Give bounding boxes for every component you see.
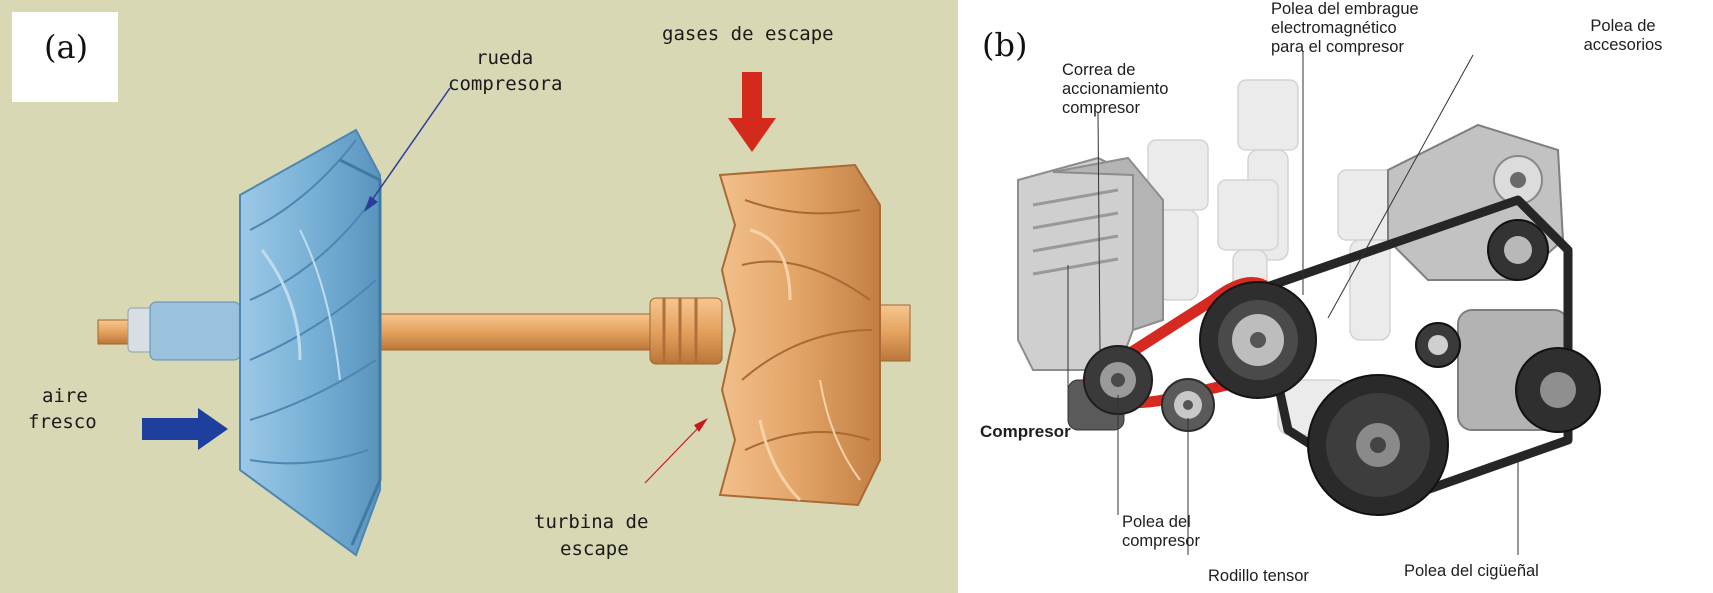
compressor-wheel-leader — [364, 87, 451, 212]
turbo-rotor-panel: (a) rueda compresora gases de escape air… — [0, 0, 958, 593]
callout-accesorios: Polea de accesorios — [1583, 17, 1663, 54]
compressor-pulley — [1083, 345, 1153, 415]
label-compresora: compresora — [448, 73, 563, 95]
label-gases-de-escape: gases de escape — [662, 23, 834, 45]
label-rueda: rueda — [476, 47, 534, 69]
callout-leaders — [1067, 52, 1519, 555]
turbo-rotor-illustration — [0, 0, 958, 593]
leader-correa — [1097, 112, 1101, 351]
callout-polea-compresor: Polea del compresor — [1122, 513, 1200, 550]
callout-compresor: Compresor — [980, 422, 1071, 441]
accessory-pulley — [1487, 219, 1549, 281]
exhaust-turbine-leader — [644, 418, 708, 484]
label-turbina-de: turbina de — [534, 511, 649, 533]
exhaust-gas-arrow — [728, 72, 776, 152]
callout-embrague: Polea del embrague electromagnético para… — [1271, 0, 1419, 56]
panel-a-label-box — [12, 12, 118, 102]
turbine-wheel — [718, 163, 881, 507]
leader-accesorios — [1327, 54, 1474, 319]
air-inlet-arrow — [142, 408, 228, 450]
crankshaft-pulley — [1307, 374, 1449, 516]
panel-a-label: (a) — [44, 28, 89, 66]
right-pulley — [1515, 347, 1601, 433]
tensioner-roller — [1161, 378, 1215, 432]
compressor-wheel — [239, 128, 382, 557]
accessory-belt — [1253, 195, 1573, 505]
panel-b-label: (b) — [982, 26, 1028, 64]
idler-pulley — [1415, 322, 1461, 368]
belt-drive-illustration — [1017, 52, 1601, 555]
label-aire: aire — [42, 385, 88, 407]
electromagnetic-clutch-pulley — [1199, 281, 1317, 399]
label-escape: escape — [560, 538, 629, 560]
callout-rodillo: Rodillo tensor — [1208, 567, 1309, 585]
label-fresco: fresco — [28, 411, 97, 433]
callout-correa: Correa de accionamiento compresor — [1062, 61, 1169, 117]
callout-ciguenal: Polea del cigüeñal — [1404, 562, 1539, 580]
belt-drive-panel: (b) Correa de accionamiento compresor Po… — [958, 0, 1713, 593]
